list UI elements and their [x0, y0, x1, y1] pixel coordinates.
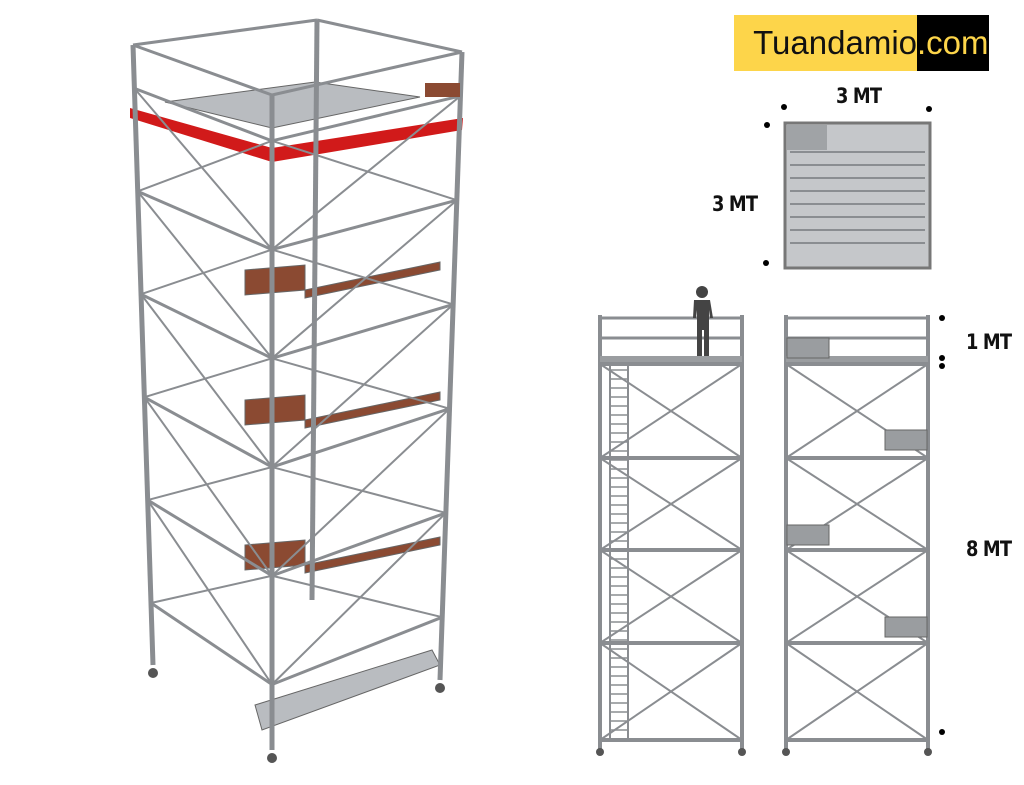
guard-rail [271, 50, 463, 97]
caster-wheel-icon [738, 748, 746, 756]
diagonal-brace [137, 139, 273, 193]
guard-rail [316, 18, 463, 54]
side-board [884, 429, 928, 451]
guard-rail [132, 43, 273, 97]
ledger [271, 511, 447, 578]
top-width-label: 3 MT [836, 84, 882, 108]
dimension-dot-icon [764, 122, 770, 128]
caster-wheel-icon [596, 748, 604, 756]
diagonal-brace [271, 512, 447, 686]
ledger [140, 292, 273, 360]
ledger [143, 395, 273, 469]
dimension-dot-icon [763, 260, 769, 266]
ledger [271, 303, 454, 360]
diagonal-brace [150, 574, 273, 604]
person-head-icon [696, 286, 708, 298]
caster-wheel-icon [924, 748, 932, 756]
diagonal-brace [271, 199, 458, 360]
diagonal-brace [140, 293, 273, 468]
logo-name: Tuandamio [734, 15, 917, 71]
diagonal-brace [140, 248, 273, 296]
diagonal-brace [147, 466, 273, 502]
diagonal-brace [271, 248, 454, 306]
diagonal-brace [271, 466, 447, 514]
dimension-dot-icon [939, 729, 945, 735]
diagonal-brace [146, 499, 273, 686]
ledger [133, 86, 273, 143]
dimension-dot-icon [939, 363, 945, 369]
ledger [150, 601, 273, 686]
top-deck [164, 81, 421, 129]
vertical-post [309, 19, 320, 601]
vertical-post [130, 44, 156, 666]
elevation-brace [599, 642, 743, 741]
dimension-dot-icon [781, 104, 787, 110]
side-board [786, 524, 830, 546]
brand-logo: Tuandamio .com [734, 15, 989, 71]
tower-height-label: 8 MT [966, 537, 1012, 561]
dimension-dot-icon [939, 355, 945, 361]
elevation-brace [599, 457, 743, 551]
top-view-hatch [787, 125, 827, 150]
dimension-dot-icon [939, 315, 945, 321]
caster-wheel-icon [435, 683, 445, 693]
caster-wheel-icon [267, 753, 277, 763]
elevation-brace [785, 549, 929, 644]
diagonal-brace [133, 87, 273, 251]
diagonal-brace [271, 303, 454, 468]
person-silhouette-icon [693, 300, 713, 356]
ledger [146, 498, 273, 578]
logo-suffix: .com [917, 15, 989, 71]
diagonal-brace [271, 95, 462, 251]
elevation-brace [599, 549, 743, 644]
ledger [271, 615, 443, 686]
guard-rail [132, 18, 318, 47]
diagonal-brace [143, 396, 273, 577]
elevation-brace [785, 363, 929, 459]
diagonal-brace [144, 357, 273, 399]
side-board [244, 264, 306, 296]
diagonal-brace [271, 574, 443, 619]
diagonal-brace [271, 139, 458, 202]
elevation-brace [785, 642, 929, 741]
platform-board [304, 536, 441, 574]
caster-wheel-icon [148, 668, 158, 678]
platform-board [304, 391, 441, 429]
side-board [244, 394, 306, 426]
ledger [137, 189, 273, 251]
front-elevation-deck [600, 356, 742, 364]
ledger [271, 198, 458, 252]
diagonal-brace [271, 407, 451, 577]
top-frame-highlight [130, 108, 463, 162]
dimension-dot-icon [926, 106, 932, 112]
ledger [271, 94, 461, 143]
base-deck [254, 649, 441, 731]
caster-wheel-icon [782, 748, 790, 756]
ledger [271, 407, 450, 469]
railing-height-label: 1 MT [966, 330, 1012, 354]
diagonal-brace [136, 190, 273, 359]
side-board [786, 337, 830, 359]
top-depth-label: 3 MT [712, 192, 758, 216]
diagonal-brace [271, 357, 450, 410]
side-elevation-deck [786, 356, 928, 364]
side-board [884, 616, 928, 638]
vertical-post [437, 51, 465, 681]
